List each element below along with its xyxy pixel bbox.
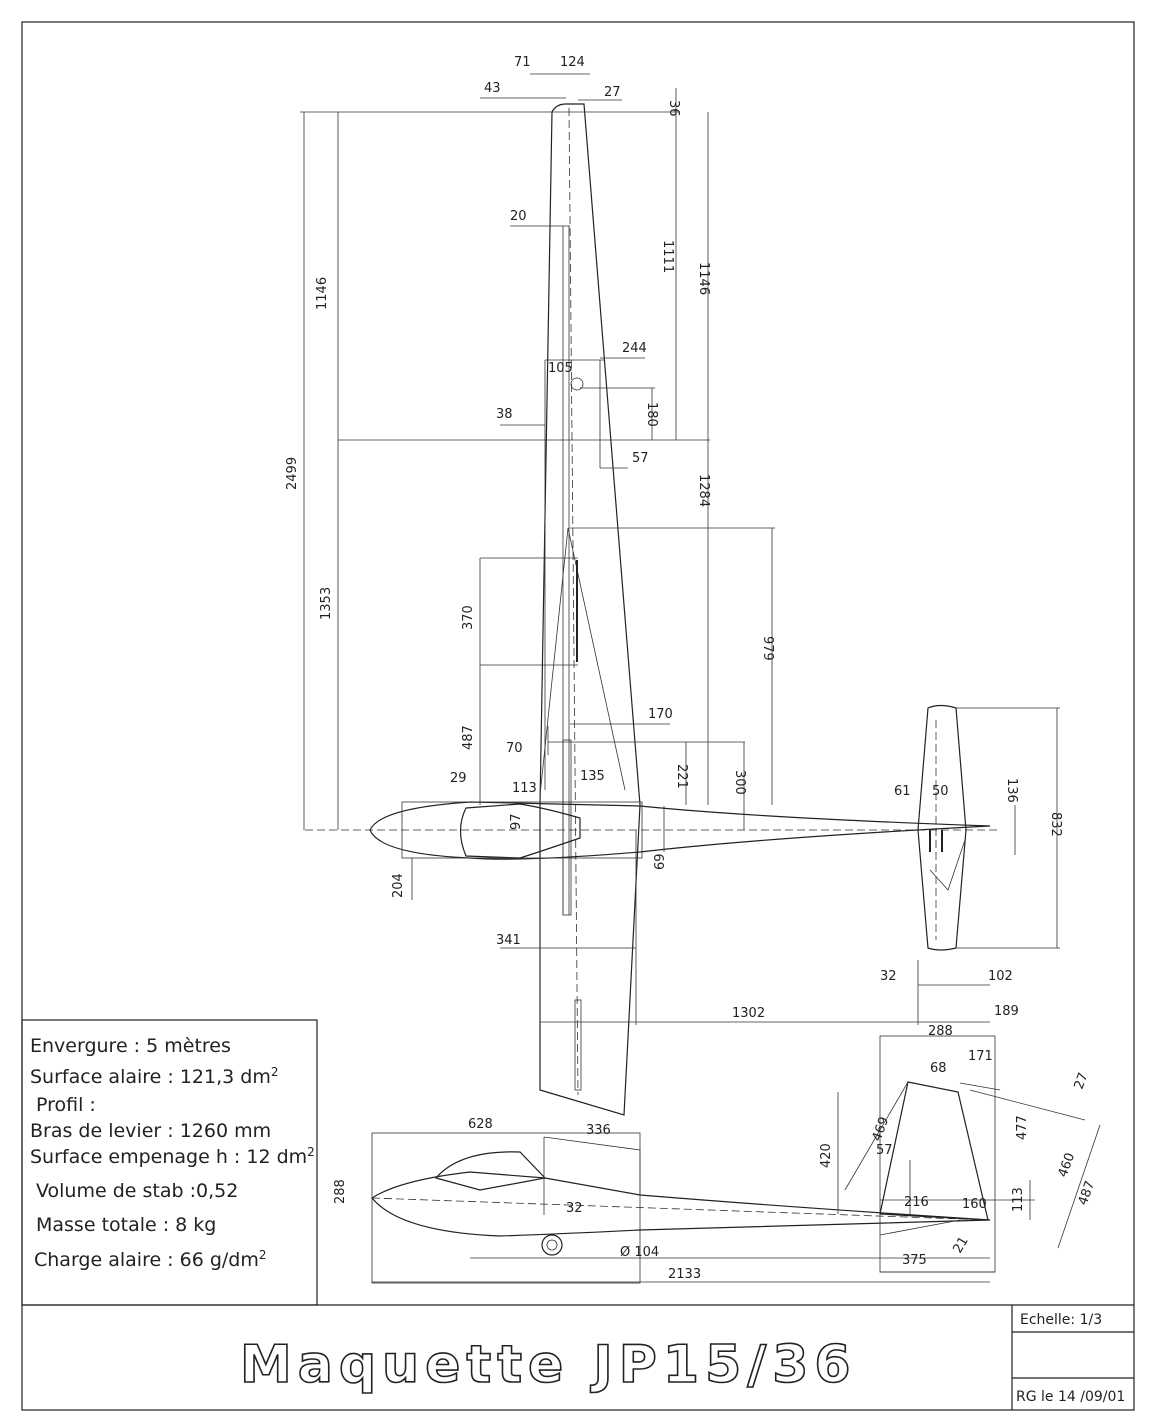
fuselage-top-view [305,801,1000,1025]
dim-189: 189 [994,1004,1019,1019]
dim-diameter-104: Ø 104 [620,1245,659,1260]
dim-61: 61 [894,784,911,799]
dim-32x32: 32 [566,1201,583,1216]
dim-171: 171 [968,1049,993,1064]
dim-2499: 2499 [285,457,300,490]
dim-300: 300 [732,770,747,795]
spec-envergure: Envergure : 5 mètres [30,1035,231,1057]
dim-57-fin: 57 [876,1143,893,1158]
dim-487-fin: 487 [1076,1179,1099,1207]
dim-71: 71 [514,55,531,70]
dim-216: 216 [904,1195,929,1210]
dim-469: 469 [870,1115,893,1143]
title-block [22,1304,1134,1410]
spec-volume-stab: Volume de stab :0,52 [36,1180,238,1202]
dim-69: 69 [653,853,668,870]
dim-38: 38 [496,407,513,422]
spec-profil: Profil : [36,1094,96,1116]
dim-288-fuselage: 288 [333,1179,348,1204]
fuselage-side-view [371,1035,1101,1284]
dim-113-fin: 113 [1011,1187,1026,1212]
sheet-border [21,21,1135,1411]
dim-628: 628 [468,1117,493,1132]
dim-244: 244 [622,341,647,356]
dim-70: 70 [506,741,523,756]
dim-2133: 2133 [668,1267,701,1282]
dim-460: 460 [1056,1151,1079,1179]
dim-336: 336 [586,1123,611,1138]
dim-1284: 1284 [696,474,711,507]
dim-341: 341 [496,933,521,948]
dim-105: 105 [548,361,573,376]
dim-135: 135 [580,769,605,784]
dimension-lines [300,73,1060,1025]
dim-370: 370 [461,605,476,630]
dim-124: 124 [560,55,585,70]
dim-204: 204 [391,873,406,898]
spec-masse-totale: Masse totale : 8 kg [36,1214,216,1236]
dim-1146-right: 1146 [696,262,711,295]
drawing-title: Maquette JP15/36 [240,1335,857,1395]
dim-113-fuselage: 113 [512,781,537,796]
signature-date: RG le 14 /09/01 [1016,1389,1125,1405]
dim-180: 180 [644,402,659,427]
dim-102: 102 [988,969,1013,984]
dim-160: 160 [962,1197,987,1212]
dim-1146-left: 1146 [315,277,330,310]
dim-50: 50 [932,784,949,799]
dim-1111: 1111 [660,240,675,273]
dim-1302: 1302 [732,1006,765,1021]
spec-surface-alaire: Surface alaire : 121,3 dm2 [30,1065,278,1088]
dim-832: 832 [1048,812,1063,837]
dim-1353: 1353 [319,587,334,620]
dim-27-wing: 27 [604,85,621,100]
dim-57-wing: 57 [632,451,649,466]
dim-170: 170 [648,707,673,722]
dim-97: 97 [509,813,524,830]
dim-29: 29 [450,771,467,786]
dim-477: 477 [1015,1115,1030,1140]
dim-32-stab: 32 [880,969,897,984]
spec-charge-alaire: Charge alaire : 66 g/dm2 [34,1248,267,1271]
dim-36: 36 [666,100,681,117]
spec-bras-levier: Bras de levier : 1260 mm [30,1120,271,1142]
spec-surface-empenage: Surface empenage h : 12 dm2 [30,1145,315,1168]
dim-288-fin: 288 [928,1024,953,1039]
dim-68: 68 [930,1061,947,1076]
dim-979: 979 [760,636,775,661]
dim-375: 375 [902,1253,927,1268]
dim-136: 136 [1004,778,1019,803]
dim-487-wing: 487 [461,725,476,750]
scale-label: Echelle: 1/3 [1020,1312,1102,1328]
dim-27-fin: 27 [1072,1071,1092,1092]
dim-420: 420 [819,1143,834,1168]
dim-43: 43 [484,81,501,96]
dim-21: 21 [950,1234,971,1256]
wing-top-view [539,103,641,1116]
dim-221: 221 [674,764,689,789]
dim-20: 20 [510,209,527,224]
